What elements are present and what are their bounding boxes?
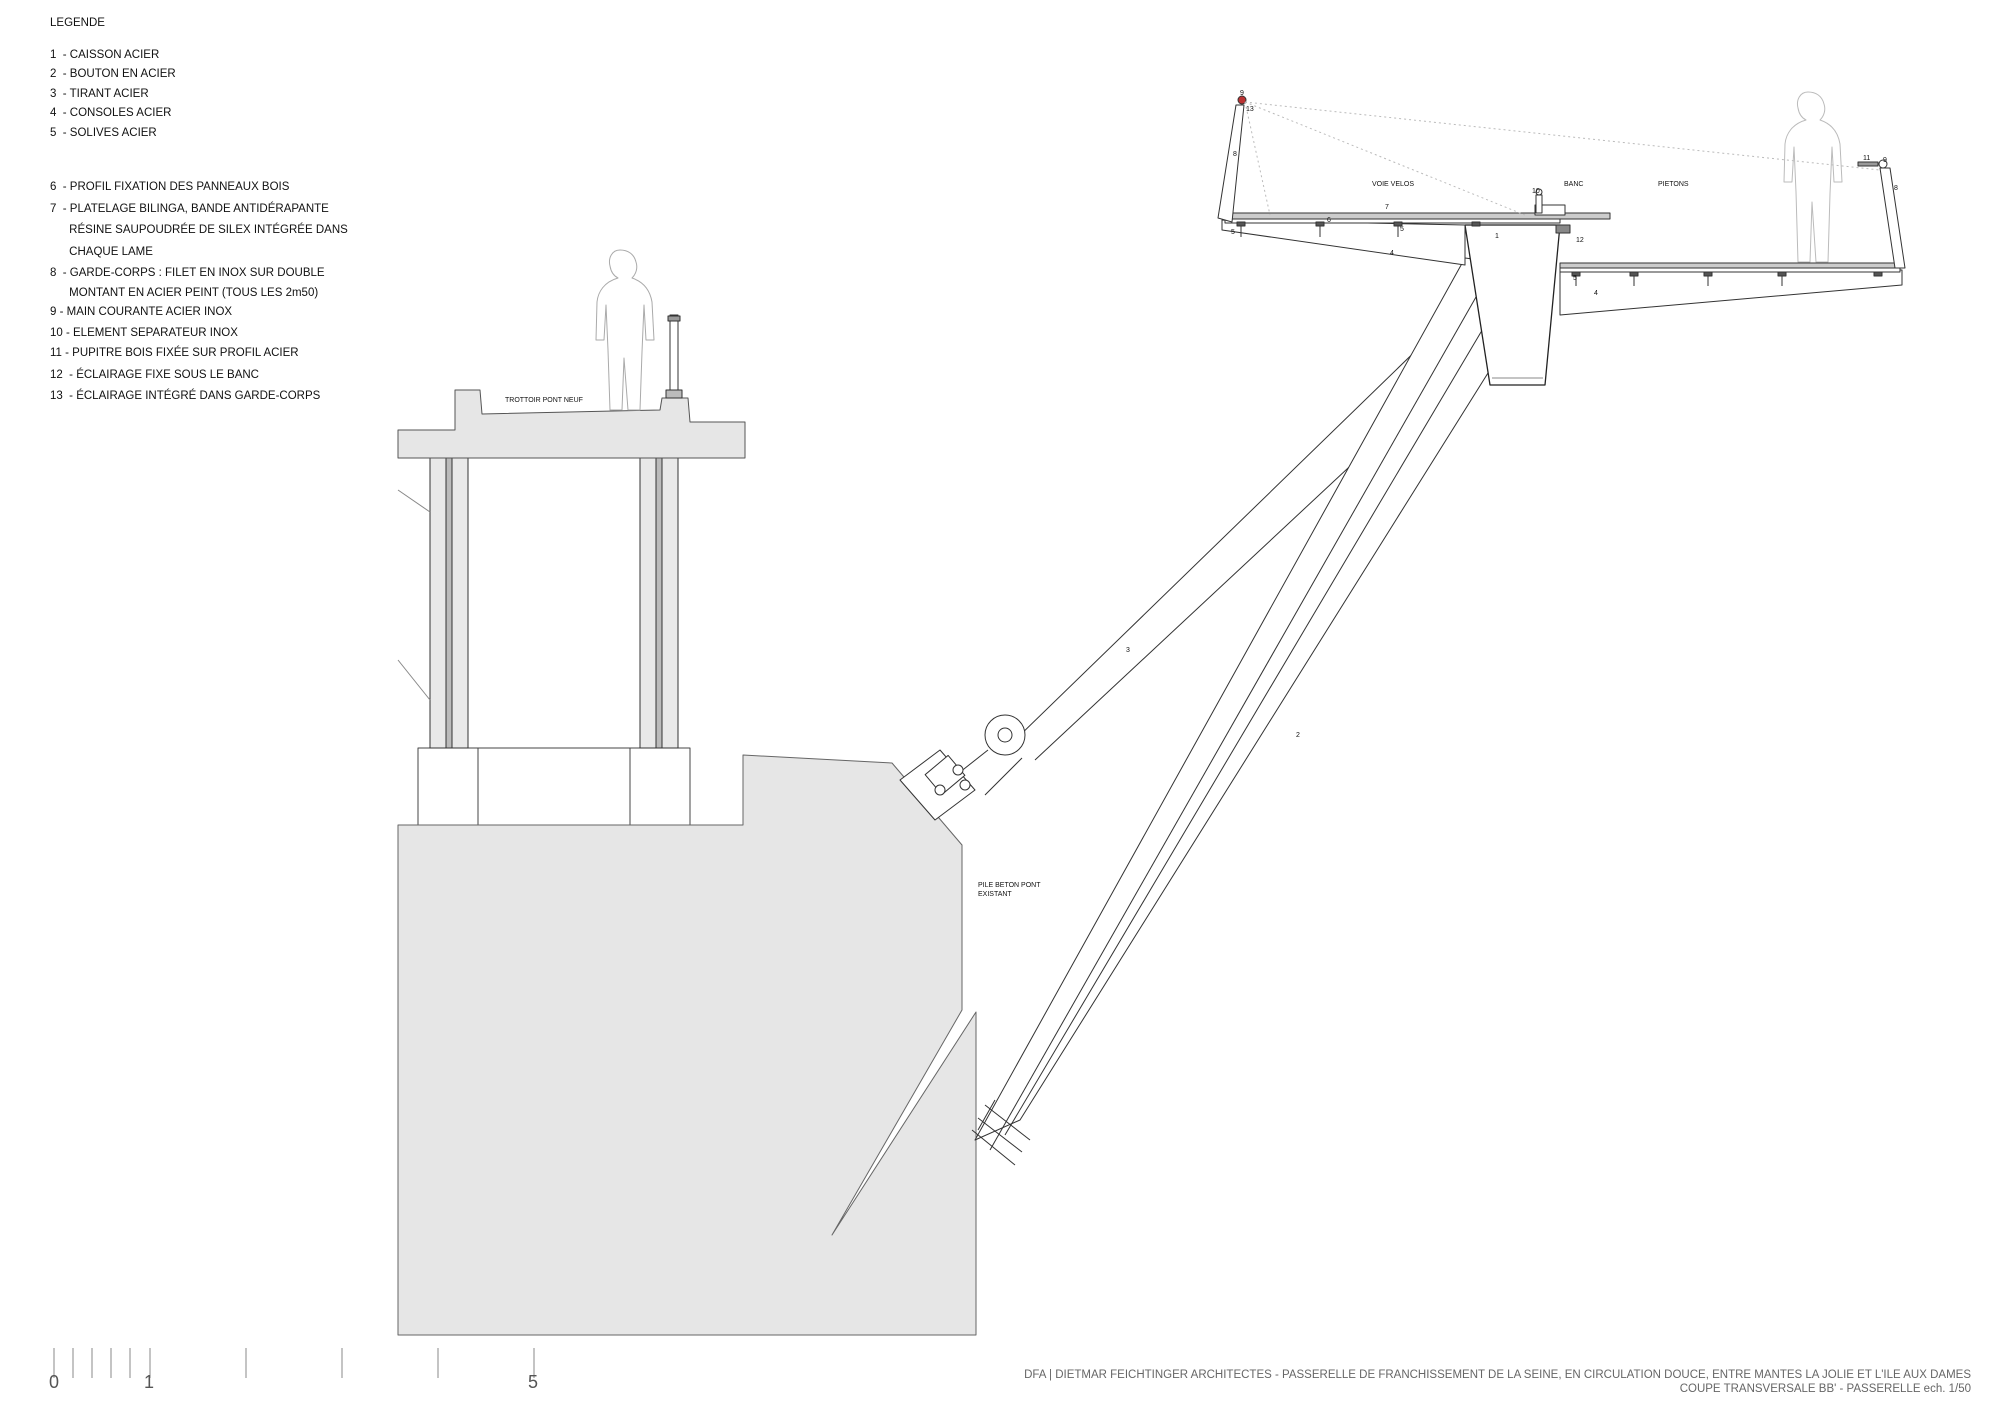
element-separateur: [1535, 188, 1543, 214]
callout-5b: 5: [1573, 275, 1577, 282]
callout-10: 10: [1532, 188, 1540, 195]
label-pietons: PIETONS: [1658, 181, 1689, 188]
scale-label-5: 5: [528, 1372, 539, 1392]
pedestrian-deck: [1559, 262, 1901, 273]
joist-markers: [1236, 221, 1883, 286]
person-silhouette-bridge: [595, 249, 655, 411]
label-pile-2: EXISTANT: [978, 891, 1012, 898]
legend-item: 9 - MAIN COURANTE ACIER INOX: [50, 306, 233, 318]
callout-4: 4: [1390, 250, 1394, 257]
callout-11: 11: [1863, 155, 1870, 162]
callout-5c: 5: [1231, 229, 1235, 236]
bridge-bracing: [397, 489, 431, 701]
callout-3: 3: [1126, 647, 1130, 654]
callout-8: 8: [1233, 151, 1237, 158]
callout-2: 2: [1296, 732, 1300, 739]
guide-lines: [1244, 101, 1881, 216]
steel-box-girder: [1464, 224, 1561, 386]
title-line-2: COUPE TRANSVERSALE BB' - PASSERELLE ech.…: [1679, 1383, 1971, 1395]
legend-item: 13 - ÉCLAIRAGE INTÉGRÉ DANS GARDE-CORPS: [50, 390, 321, 402]
callout-9a: 9: [1240, 90, 1244, 97]
anchor-plate: [899, 749, 976, 821]
railing-right: [1857, 159, 1906, 269]
legend-item: RÉSINE SAUPOUDRÉE DE SILEX INTÉGRÉE DANS: [50, 224, 348, 236]
legend-item: CHAQUE LAME: [50, 245, 153, 258]
label-voie-velos: VOIE VELOS: [1372, 181, 1414, 188]
legend-item: 5 - SOLIVES ACIER: [50, 126, 157, 139]
pier-block-left: [417, 747, 479, 826]
person-silhouette-deck: [1783, 91, 1843, 263]
label-pile-1: PILE BETON PONT: [978, 882, 1041, 889]
legend-item: 10 - ELEMENT SEPARATEUR INOX: [50, 326, 238, 339]
callout-13: 13: [1246, 106, 1254, 113]
legend-item: 12 - ÉCLAIRAGE FIXE SOUS LE BANC: [50, 368, 259, 381]
callout-5a: 5: [1400, 226, 1404, 233]
legend-item: 7 - PLATELAGE BILINGA, BANDE ANTIDÉRAPAN…: [50, 202, 329, 215]
callout-6: 6: [1327, 217, 1331, 224]
callout-7: 7: [1385, 204, 1389, 211]
bench: [1534, 204, 1571, 234]
bridge-column-right: [639, 457, 679, 749]
legend-item: 1 - CAISSON ACIER: [50, 48, 160, 61]
scale-label-1: 1: [144, 1372, 155, 1392]
legend: LEGENDE 1 - CAISSON ACIER 2 - BOUTON EN …: [50, 17, 390, 403]
legend-item: 3 - TIRANT ACIER: [50, 87, 149, 100]
steel-consoles: [1221, 219, 1903, 316]
scale-label-0: 0: [49, 1372, 60, 1392]
legend-title: LEGENDE: [50, 17, 105, 29]
callout-12: 12: [1576, 237, 1584, 244]
legend-item: 2 - BOUTON EN ACIER: [50, 68, 176, 80]
scale-bar: [53, 1348, 535, 1378]
pont-neuf-deck: [397, 389, 746, 459]
legend-item: 8 - GARDE-CORPS : FILET EN INOX SUR DOUB…: [50, 267, 325, 279]
strut-2: [971, 257, 1541, 1166]
label-trottoir: TROTTOIR PONT NEUF: [505, 397, 583, 404]
legend-item: 11 - PUPITRE BOIS FIXÉE SUR PROFIL ACIER: [50, 347, 299, 359]
railing-left: [1217, 95, 1247, 223]
legend-item: MONTANT EN ACIER PEINT (TOUS LES 2m50): [50, 286, 319, 299]
bridge-railing: [665, 314, 683, 399]
existing-concrete-pier: [397, 754, 977, 1336]
pier-block-right: [629, 747, 691, 826]
callout-8b: 8: [1894, 185, 1898, 192]
title-block: DFA | DIETMAR FEICHTINGER ARCHITECTES - …: [1024, 1368, 1971, 1396]
callout-4b: 4: [1594, 290, 1598, 297]
title-line-1: DFA | DIETMAR FEICHTINGER ARCHITECTES - …: [1024, 1369, 1971, 1381]
legend-item: 6 - PROFIL FIXATION DES PANNEAUX BOIS: [50, 181, 290, 193]
legend-item: 4 - CONSOLES ACIER: [50, 107, 172, 119]
bridge-column-left: [429, 457, 469, 749]
callout-1: 1: [1495, 233, 1499, 240]
callout-9b: 9: [1883, 157, 1887, 164]
label-banc: BANC: [1564, 181, 1583, 188]
